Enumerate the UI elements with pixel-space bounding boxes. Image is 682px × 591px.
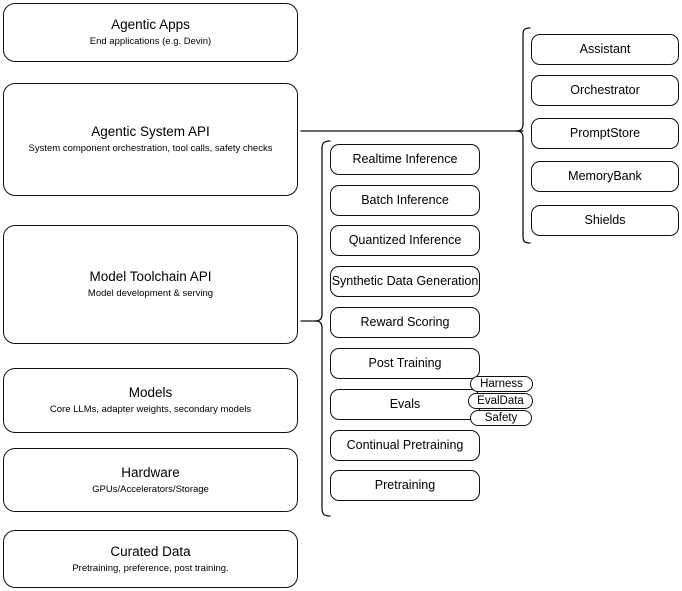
capability-post-training[interactable]: Post Training — [330, 348, 480, 379]
capability-label: Post Training — [368, 356, 442, 370]
layer-title: Model Toolchain API — [89, 269, 212, 284]
component-assistant[interactable]: Assistant — [531, 34, 679, 65]
capability-continual-pretraining[interactable]: Continual Pretraining — [330, 430, 480, 461]
layer-subtitle: End applications (e.g. Devin) — [89, 36, 212, 47]
layer-subtitle: Model development & serving — [87, 288, 214, 299]
layer-curated-data[interactable]: Curated Data Pretraining, preference, po… — [3, 530, 298, 588]
layer-title: Hardware — [121, 464, 180, 480]
layer-title: Models — [128, 385, 173, 400]
capability-label: Batch Inference — [361, 193, 449, 207]
layer-subtitle: System component orchestration, tool cal… — [28, 143, 273, 154]
layer-title: Curated Data — [110, 543, 191, 559]
layer-models[interactable]: Models Core LLMs, adapter weights, secon… — [3, 368, 298, 433]
brace-toolchain-capabilities — [314, 140, 331, 517]
capability-evals[interactable]: Evals — [330, 389, 480, 420]
capability-quantized-inference[interactable]: Quantized Inference — [330, 225, 480, 256]
layer-title: Agentic System API — [91, 124, 210, 139]
component-label: Shields — [584, 213, 626, 227]
layer-subtitle: GPUs/Accelerators/Storage — [92, 483, 209, 495]
brace-system-components — [515, 27, 531, 244]
capability-label: Reward Scoring — [360, 315, 450, 329]
component-label: PromptStore — [569, 126, 641, 140]
component-shields[interactable]: Shields — [531, 205, 679, 236]
capability-label: Pretraining — [374, 478, 436, 492]
eval-badge-evaldata[interactable]: EvalData — [468, 393, 533, 409]
capability-label: Continual Pretraining — [346, 438, 464, 452]
eval-badge-harness[interactable]: Harness — [470, 376, 533, 392]
capability-reward-scoring[interactable]: Reward Scoring — [330, 307, 480, 338]
capability-label: Synthetic Data Generation — [331, 274, 479, 288]
capability-label: Quantized Inference — [348, 233, 462, 247]
layer-title: Agentic Apps — [111, 17, 190, 32]
component-memorybank[interactable]: MemoryBank — [531, 161, 679, 192]
capability-pretraining[interactable]: Pretraining — [330, 470, 480, 501]
eval-badge-safety[interactable]: Safety — [470, 410, 532, 426]
capability-realtime-inference[interactable]: Realtime Inference — [330, 144, 480, 175]
layer-agentic-apps[interactable]: Agentic Apps End applications (e.g. Devi… — [3, 3, 298, 62]
component-orchestrator[interactable]: Orchestrator — [531, 75, 679, 106]
capability-label: Realtime Inference — [352, 152, 458, 166]
component-label: MemoryBank — [568, 169, 642, 183]
eval-badge-label: EvalData — [477, 394, 524, 407]
layer-agentic-system-api[interactable]: Agentic System API System component orch… — [3, 83, 298, 196]
layer-model-toolchain-api[interactable]: Model Toolchain API Model development & … — [3, 225, 298, 344]
eval-badge-label: Safety — [484, 411, 518, 424]
component-promptstore[interactable]: PromptStore — [531, 118, 679, 149]
component-label: Orchestrator — [570, 83, 640, 97]
layer-subtitle: Pretraining, preference, post training. — [72, 562, 229, 574]
capability-synthetic-data-generation[interactable]: Synthetic Data Generation — [330, 266, 480, 297]
capability-batch-inference[interactable]: Batch Inference — [330, 185, 480, 216]
layer-subtitle: Core LLMs, adapter weights, secondary mo… — [49, 404, 252, 415]
eval-badge-label: Harness — [480, 377, 523, 390]
component-label: Assistant — [579, 42, 631, 56]
layer-hardware[interactable]: Hardware GPUs/Accelerators/Storage — [3, 448, 298, 512]
capability-label: Evals — [389, 397, 421, 411]
